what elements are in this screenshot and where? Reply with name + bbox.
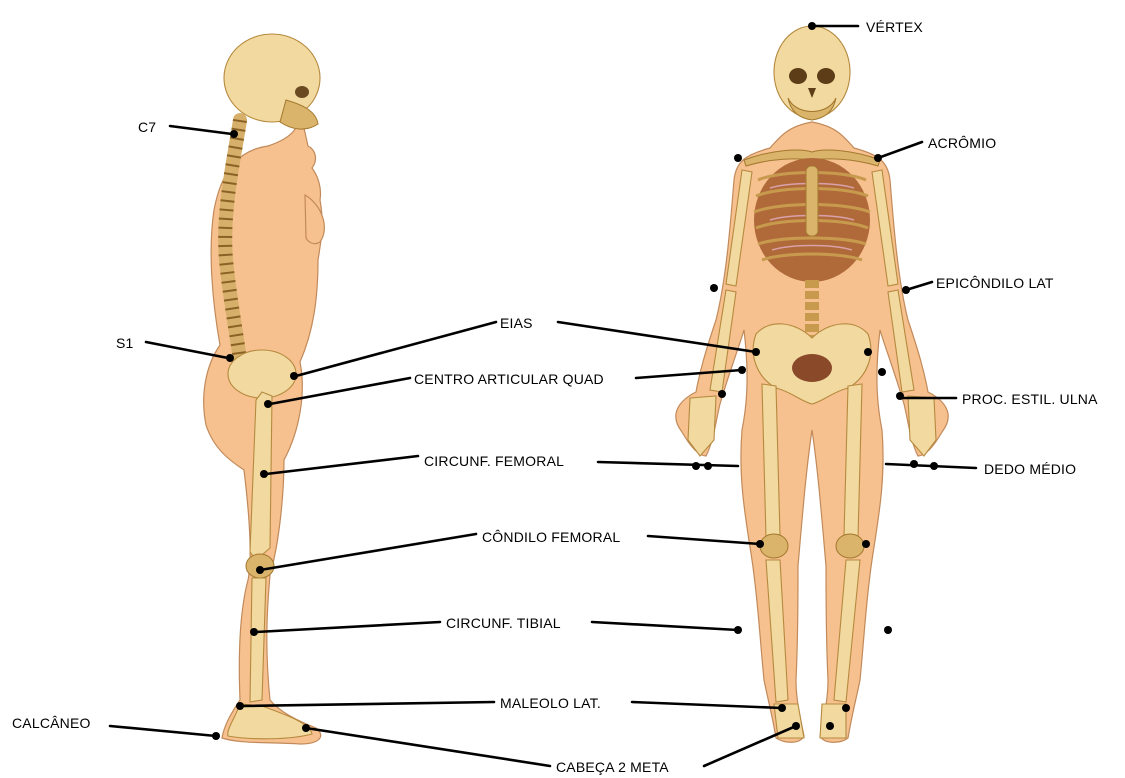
leader-maleolo-front (632, 702, 782, 708)
dot-dedo-medio-right (910, 460, 918, 468)
front-eye-right (817, 68, 835, 84)
leader-s1 (146, 342, 228, 358)
label-proc-estil: PROC. ESTIL. ULNA (962, 391, 1098, 407)
label-calcaneo: CALCÂNEO (12, 715, 91, 731)
label-circ-tibial: CIRCUNF. TIBIAL (446, 615, 561, 631)
front-sternum (806, 166, 818, 236)
dot-calcaneo (212, 732, 220, 740)
dot-circ-femoral-side (260, 470, 268, 478)
side-figure (204, 34, 325, 744)
dot-proc-estil-left (718, 390, 726, 398)
dot-condilo-left (756, 540, 764, 548)
front-eye-left (789, 68, 807, 84)
front-right-foot (820, 704, 846, 738)
dot-cabeca-meta-side (302, 724, 310, 732)
front-left-knee (760, 534, 788, 558)
dot-condilo-side (256, 566, 264, 574)
dot-c7 (230, 130, 238, 138)
dot-cabeca-meta-right (826, 722, 834, 730)
dot-vertex (808, 22, 816, 30)
front-skull (774, 26, 850, 118)
dot-circ-tibial-right (884, 626, 892, 634)
label-eias: EIAS (500, 315, 533, 331)
side-eye-socket (295, 86, 309, 98)
label-condilo: CÔNDILO FEMORAL (482, 529, 620, 545)
label-s1: S1 (116, 335, 134, 351)
dot-centro-left (738, 366, 746, 374)
dot-centro-side (264, 400, 272, 408)
leader-circ-tibial-front (592, 622, 738, 630)
dot-maleolo-left (778, 704, 786, 712)
side-jaw (280, 100, 318, 129)
side-chest (305, 195, 324, 244)
label-dedo-medio: DEDO MÉDIO (984, 461, 1076, 477)
label-circ-femoral: CIRCUNF. FEMORAL (424, 453, 564, 469)
dot-acromio-left (734, 154, 742, 162)
side-pelvis (228, 350, 296, 398)
dot-s1 (226, 354, 234, 362)
dot-maleolo-side (236, 702, 244, 710)
dot-circ-tibial-side (250, 628, 258, 636)
leader-cabeca-meta-front (704, 726, 796, 766)
dot-proc-estil-right (896, 392, 904, 400)
dot-condilo-right (862, 540, 870, 548)
leader-maleolo-side (242, 702, 494, 706)
front-right-knee (836, 534, 864, 558)
front-pelvic-inlet (792, 354, 832, 382)
leader-c7 (170, 126, 232, 134)
dot-eias-right (864, 348, 872, 356)
label-maleolo: MALEOLO LAT. (500, 695, 601, 711)
label-c7: C7 (138, 119, 156, 135)
dot-dedo-medio-right2 (930, 462, 938, 470)
leader-cabeca-meta-side (306, 728, 550, 766)
leader-circ-tibial-side (256, 622, 440, 632)
leader-eias-side (296, 322, 496, 376)
dot-cabeca-meta-left (792, 722, 800, 730)
dot-circ-femoral-left2 (692, 462, 700, 470)
leader-condilo-side (260, 534, 476, 570)
dot-centro-right (878, 368, 886, 376)
dot-circ-tibial-left (734, 626, 742, 634)
dot-maleolo-right (842, 704, 850, 712)
dot-acromio-right (874, 154, 882, 162)
dot-eias-side (290, 372, 298, 380)
dot-epicondilo-left (710, 284, 718, 292)
leader-circ-femoral-side (266, 456, 418, 474)
leader-condilo-front (648, 536, 760, 544)
leader-epicondilo (906, 282, 932, 290)
label-cabeca-meta: CABEÇA 2 META (556, 759, 669, 775)
label-vertex: VÉRTEX (866, 19, 923, 35)
leader-circ-femoral-front (598, 462, 738, 466)
dot-circ-femoral-left (704, 462, 712, 470)
front-figure (676, 26, 948, 742)
dot-eias-left (752, 348, 760, 356)
dot-epicondilo-right (902, 286, 910, 294)
label-centro: CENTRO ARTICULAR QUAD (414, 371, 604, 387)
leader-calcaneo (110, 726, 216, 736)
label-acromio: ACRÔMIO (928, 135, 996, 151)
label-epicondilo: EPICÔNDILO LAT (936, 275, 1054, 291)
leader-acromio (878, 142, 922, 158)
